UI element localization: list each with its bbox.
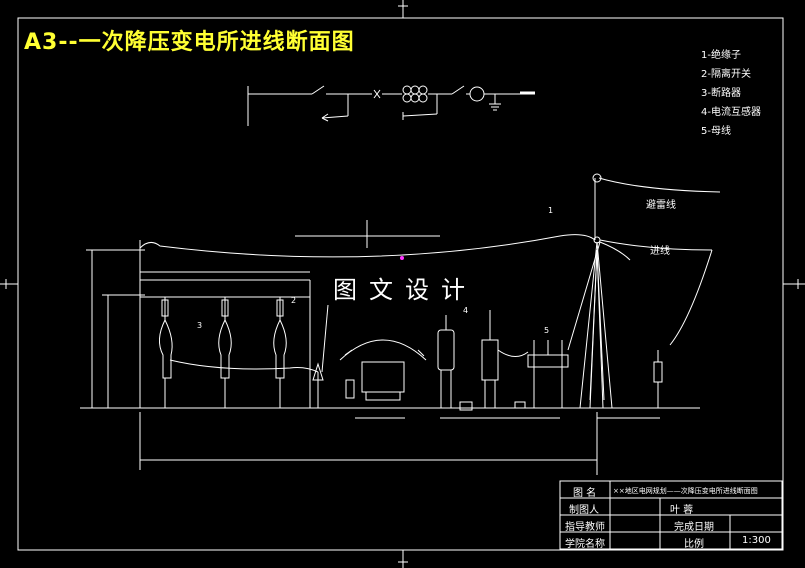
transformer xyxy=(339,339,427,401)
scale-value: 1:300 xyxy=(742,535,771,546)
incoming-tower xyxy=(579,173,613,409)
single-line-schematic xyxy=(247,85,535,126)
title-block-grid xyxy=(559,480,783,550)
watermark: 图文设计 xyxy=(333,276,477,304)
date-label: 完成日期 xyxy=(674,522,714,533)
drafter-label: 制图人 xyxy=(569,505,599,516)
lightning-wire-label: 避雷线 xyxy=(646,200,676,211)
page-title: A3--一次降压变电所进线断面图 xyxy=(24,30,355,55)
college-label: 学院名称 xyxy=(565,539,605,550)
callout-label: 2 xyxy=(291,296,297,305)
legend-item: 1-绝缘子 xyxy=(701,50,741,61)
horizontal-dimensions xyxy=(139,271,660,475)
figure-name: ××地区电网规划——次降压变电所进线断面图 xyxy=(613,487,758,495)
conductors xyxy=(139,177,721,408)
bus-gantry xyxy=(139,240,319,408)
incoming-line-label: 进线 xyxy=(650,246,670,257)
legend-item: 3-断路器 xyxy=(701,88,741,99)
drafter-name: 叶 蓉 xyxy=(670,505,694,516)
legend-item: 2-隔离开关 xyxy=(701,69,751,80)
legend-item: 4-电流互感器 xyxy=(701,107,761,118)
advisor-label: 指导教师 xyxy=(565,522,605,533)
vertical-dimensions xyxy=(86,249,145,408)
figure-name-label: 图 名 xyxy=(573,488,597,499)
scale-label: 比例 xyxy=(684,539,704,550)
callout-label: 3 xyxy=(197,321,203,330)
callout-label: 1 xyxy=(548,206,554,215)
callout-label: 4 xyxy=(463,306,469,315)
legend: 1-绝缘子 2-隔离开关 3-断路器 4-电流互感器 5-母线 xyxy=(701,46,761,141)
legend-item: 5-母线 xyxy=(701,126,731,137)
breaker-ct xyxy=(437,310,569,411)
callout-label: 5 xyxy=(544,326,550,335)
